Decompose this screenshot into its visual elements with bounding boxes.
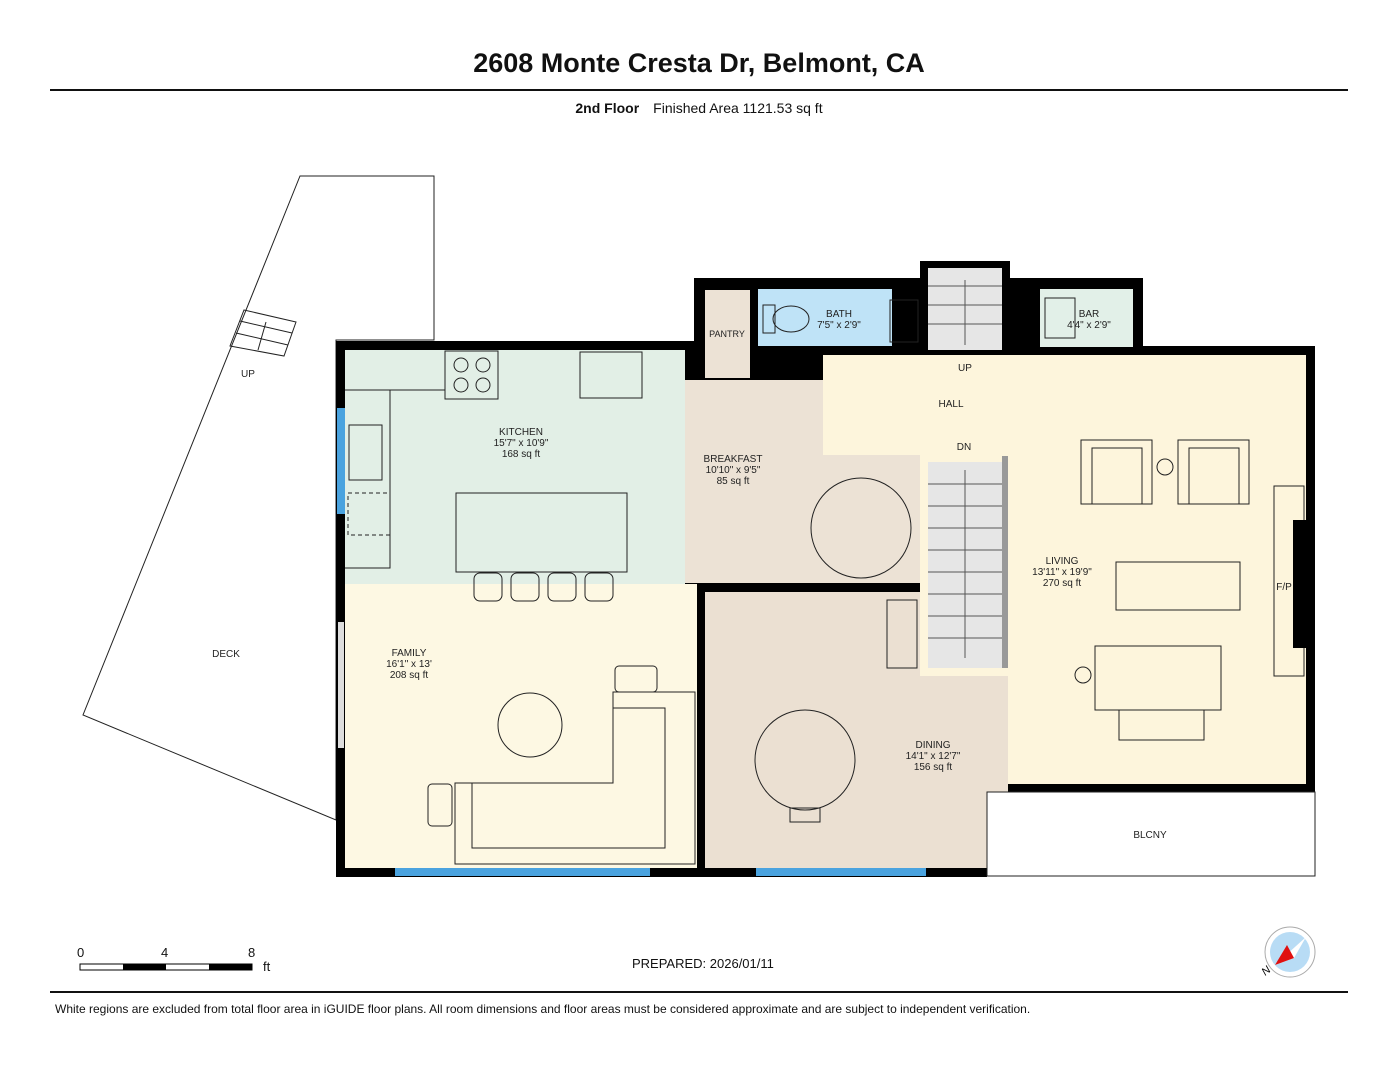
- scale-unit: ft: [263, 959, 271, 974]
- page-title: 2608 Monte Cresta Dr, Belmont, CA: [473, 48, 925, 78]
- deck-label: DECK: [212, 649, 240, 660]
- balcony-label: BLCNY: [1133, 830, 1167, 841]
- stair-rail: [1002, 456, 1008, 668]
- living-dims: 13'11" x 19'9": [1032, 567, 1092, 578]
- disclaimer: White regions are excluded from total fl…: [55, 1002, 1031, 1016]
- prepared-date: PREPARED: 2026/01/11: [632, 956, 774, 971]
- room-kitchen: [345, 350, 685, 584]
- stairs-up-label: UP: [958, 363, 972, 374]
- kitchen-counters: [345, 350, 643, 602]
- floor-name: 2nd Floor: [575, 100, 640, 116]
- breakfast-area: 85 sq ft: [717, 476, 750, 487]
- dining-name: DINING: [916, 740, 951, 751]
- stairs-down-label: DN: [957, 442, 971, 453]
- floor-summary: 2nd Floor Finished Area 1121.53 sq ft: [0, 100, 1398, 116]
- fireplace-icon: [1293, 520, 1307, 648]
- compass-icon: [1264, 926, 1316, 978]
- living-name: LIVING: [1046, 556, 1079, 567]
- header-divider: [50, 89, 1348, 91]
- family-door-opening: [338, 622, 344, 748]
- deck: [82, 175, 435, 821]
- room-pantry: [705, 290, 750, 378]
- hall-label: HALL: [938, 399, 963, 410]
- bath-dims: 7'5" x 2'9": [817, 320, 861, 331]
- dining-dims: 14'1" x 12'7": [906, 751, 961, 762]
- bath-name: BATH: [826, 309, 852, 320]
- footer-divider: [50, 991, 1348, 993]
- scale-tick-0: 0: [77, 945, 84, 960]
- scale-bar: [79, 963, 253, 971]
- dining-furniture: [754, 599, 918, 823]
- bar-dims: 4'4" x 2'9": [1067, 320, 1111, 331]
- fireplace-label: F/P: [1276, 582, 1292, 593]
- breakfast-name: BREAKFAST: [704, 454, 763, 465]
- kitchen-dims: 15'7" x 10'9": [494, 438, 549, 449]
- living-area: 270 sq ft: [1043, 578, 1082, 589]
- deck-stairs-up-label: UP: [241, 369, 255, 380]
- pantry-label: PANTRY: [709, 329, 745, 339]
- stairs-up-treads: [928, 280, 1002, 345]
- scale-tick-8: 8: [248, 945, 255, 960]
- breakfast-table: [810, 477, 912, 579]
- room-bar: [1040, 289, 1133, 347]
- scale-tick-4: 4: [161, 945, 168, 960]
- kitchen-name: KITCHEN: [499, 427, 543, 438]
- finished-area: Finished Area 1121.53 sq ft: [653, 100, 823, 116]
- dining-area: 156 sq ft: [914, 762, 953, 773]
- windows: [337, 408, 926, 876]
- balcony: [986, 791, 1316, 877]
- deck-stairs: [229, 309, 297, 357]
- family-dims: 16'1" x 13': [386, 659, 432, 670]
- breakfast-dims: 10'10" x 9'5": [706, 465, 761, 476]
- family-furniture: [427, 665, 696, 865]
- bath-fixtures: [762, 297, 1076, 343]
- stairs-down-treads: [928, 470, 1002, 658]
- room-bath: [758, 289, 892, 346]
- family-area: 208 sq ft: [390, 670, 429, 681]
- family-name: FAMILY: [392, 648, 427, 659]
- bar-name: BAR: [1079, 309, 1100, 320]
- room-family: [345, 584, 697, 868]
- kitchen-area: 168 sq ft: [502, 449, 541, 460]
